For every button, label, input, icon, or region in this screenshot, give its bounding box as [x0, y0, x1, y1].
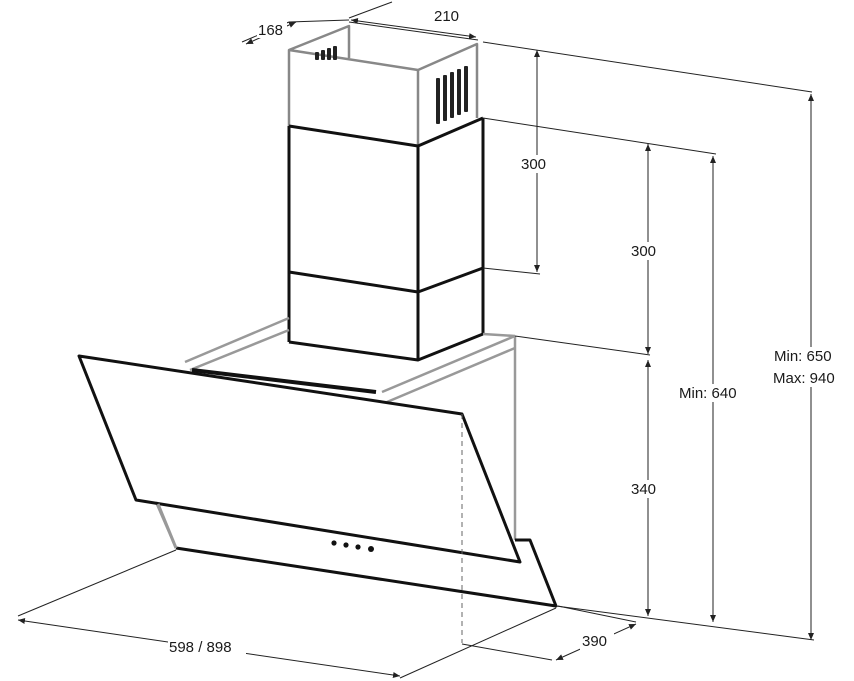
label-overall-min: Min: 650 — [774, 348, 832, 365]
label-upper-chimney-height: 300 — [521, 156, 546, 173]
label-chimney-width: 210 — [434, 8, 459, 25]
mounting-bracket — [154, 316, 517, 549]
label-canopy-height: 340 — [631, 481, 656, 498]
label-chimney-depth: 168 — [258, 22, 283, 39]
lower-body — [156, 503, 558, 608]
label-hood-width: 598 / 898 — [169, 639, 232, 656]
dimension-lines — [17, 1, 815, 679]
control-buttons — [331, 540, 374, 552]
label-lower-chimney-height: 300 — [631, 243, 656, 260]
vent-slots — [315, 46, 468, 124]
label-total-min: Min: 640 — [679, 385, 737, 402]
dimension-labels: 168 210 300 300 340 Min: 640 Min: 650 Ma… — [168, 7, 849, 656]
label-hood-depth: 390 — [582, 633, 607, 650]
chimney — [287, 24, 485, 362]
glass-panel — [77, 354, 522, 564]
label-overall-max: Max: 940 — [773, 370, 835, 387]
